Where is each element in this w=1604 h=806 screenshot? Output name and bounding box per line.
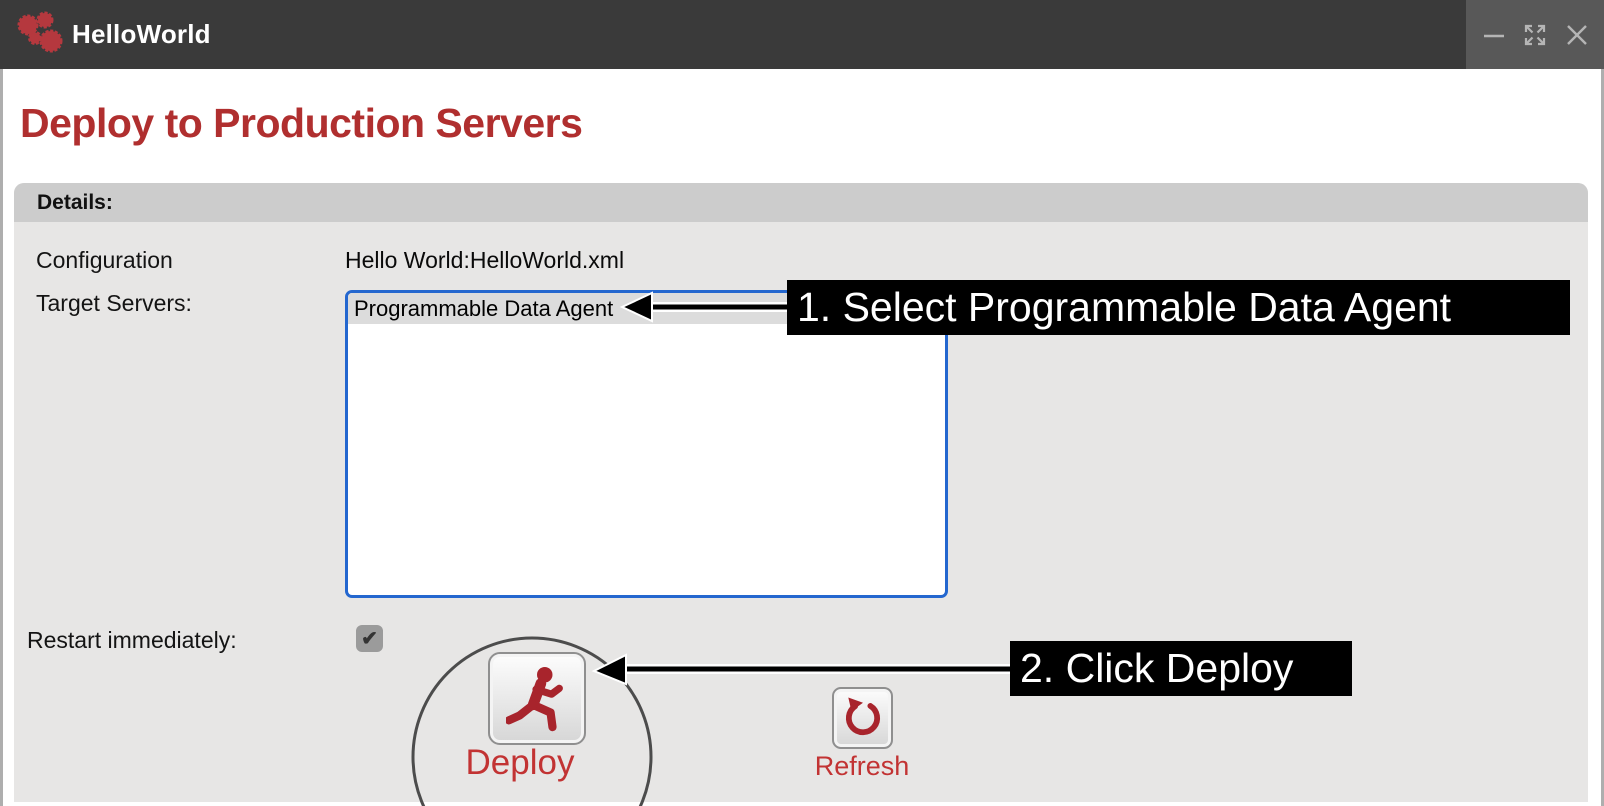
titlebar: HelloWorld (0, 0, 1604, 69)
target-servers-listbox[interactable]: Programmable Data Agent (345, 290, 948, 598)
details-header: Details: (14, 183, 1588, 222)
refresh-button-label[interactable]: Refresh (814, 751, 910, 781)
checkmark-icon: ✔ (361, 628, 378, 650)
minimize-icon[interactable] (1480, 21, 1508, 49)
maximize-icon[interactable] (1521, 21, 1549, 49)
configuration-value: Hello World:HelloWorld.xml (345, 247, 625, 273)
gears-cluster-icon (17, 11, 63, 53)
window-controls (1466, 0, 1604, 69)
window-title: HelloWorld (72, 19, 211, 49)
annotation-step-1: 1. Select Programmable Data Agent (787, 280, 1570, 335)
restart-checkbox[interactable]: ✔ (356, 625, 383, 652)
deploy-button[interactable] (488, 652, 586, 745)
restart-immediately-label: Restart immediately: (27, 627, 237, 653)
configuration-label: Configuration (36, 247, 173, 273)
running-man-icon (506, 666, 563, 731)
refresh-button[interactable] (832, 687, 893, 749)
window-border-right (1601, 69, 1604, 806)
window-border-left (0, 69, 3, 806)
target-servers-label: Target Servers: (36, 290, 192, 316)
refresh-arrow-icon (845, 697, 880, 736)
annotation-step-2: 2. Click Deploy (1010, 641, 1352, 696)
deploy-button-label[interactable]: Deploy (465, 743, 575, 782)
close-icon[interactable] (1563, 21, 1591, 49)
page-title: Deploy to Production Servers (20, 100, 583, 146)
